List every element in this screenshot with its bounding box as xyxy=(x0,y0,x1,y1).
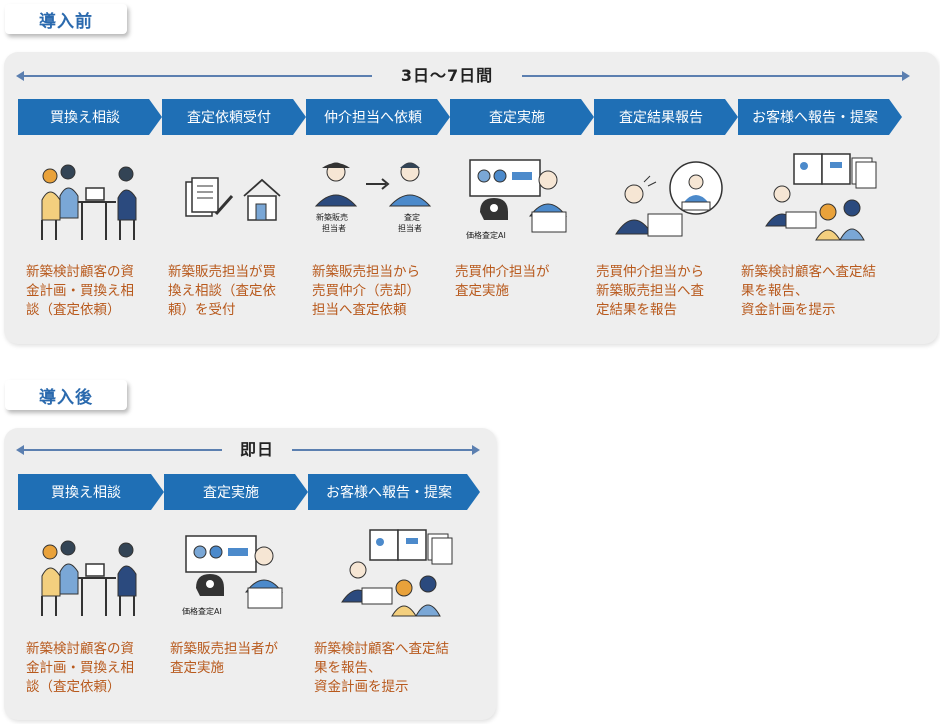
before-step-1-description: 新築検討顧客の資 金計画・買換え相 談（査定依頼） xyxy=(26,264,134,318)
after-tab-label: 導入後 xyxy=(39,387,93,408)
after-step-3-description: 新築検討顧客へ査定結 果を報告、 資金計画を提示 xyxy=(314,641,449,695)
before-step-5: 査定結果報告 xyxy=(594,99,738,135)
after-step-3: お客様へ報告・提案 xyxy=(308,474,480,510)
before-step-2: 査定依頼受付 xyxy=(162,99,306,135)
after-tab: 導入後 xyxy=(5,380,127,410)
presentation-icon xyxy=(341,529,453,617)
ai-caption: 価格査定AI xyxy=(466,230,506,240)
after-timeline: 即日 xyxy=(16,438,480,462)
timeline-arrow-left-icon xyxy=(16,71,24,81)
handoff-icon: 新築販売担当者 査定担当者 xyxy=(314,162,432,233)
after-step-1-description: 新築検討顧客の資 金計画・買換え相 談（査定依頼） xyxy=(26,641,134,695)
before-duration: 3日〜7日間 xyxy=(400,66,494,85)
before-tab-label: 導入前 xyxy=(39,11,93,32)
before-tab: 導入前 xyxy=(5,4,127,34)
consultation-icon xyxy=(41,540,137,616)
ai-caption: 価格査定AI xyxy=(182,606,222,616)
handoff-caption-sales: 新築販売担当者 xyxy=(316,212,348,233)
documents-house-icon xyxy=(185,177,281,221)
handoff-caption-appraiser: 査定担当者 xyxy=(398,212,422,233)
after-step-1: 買換え相談 xyxy=(18,474,164,510)
after-step-2-description: 新築販売担当者が 査定実施 xyxy=(170,641,278,676)
before-step-3: 仲介担当へ依頼 xyxy=(306,99,450,135)
presentation-icon xyxy=(765,153,877,241)
after-step-2: 査定実施 xyxy=(164,474,308,510)
after-duration: 即日 xyxy=(239,440,274,459)
before-step-1: 買換え相談 xyxy=(18,99,162,135)
before-step-2-description: 新築販売担当が買 換え相談（査定依 頼）を受付 xyxy=(168,264,276,318)
before-timeline: 3日〜7日間 xyxy=(16,64,910,88)
timeline-arrow-right-icon xyxy=(902,71,910,81)
timeline-arrow-left-icon xyxy=(16,445,24,455)
before-step-6-description: 新築検討顧客へ査定結 果を報告、 資金計画を提示 xyxy=(741,264,876,318)
timeline-arrow-right-icon xyxy=(472,445,480,455)
before-step-4: 査定実施 xyxy=(450,99,594,135)
ai-appraisal-icon: 価格査定AI xyxy=(182,535,284,616)
consultation-icon xyxy=(41,164,137,240)
video-call-icon xyxy=(615,161,723,237)
before-step-5-description: 売買仲介担当から 新築販売担当へ査 定結果を報告 xyxy=(596,264,704,318)
before-step-4-description: 売買仲介担当が 査定実施 xyxy=(455,264,550,299)
before-step-3-description: 新築販売担当から 売買仲介（売却） 担当へ査定依頼 xyxy=(312,264,420,318)
before-step-6: お客様へ報告・提案 xyxy=(738,99,902,135)
ai-appraisal-icon: 価格査定AI xyxy=(466,159,568,240)
